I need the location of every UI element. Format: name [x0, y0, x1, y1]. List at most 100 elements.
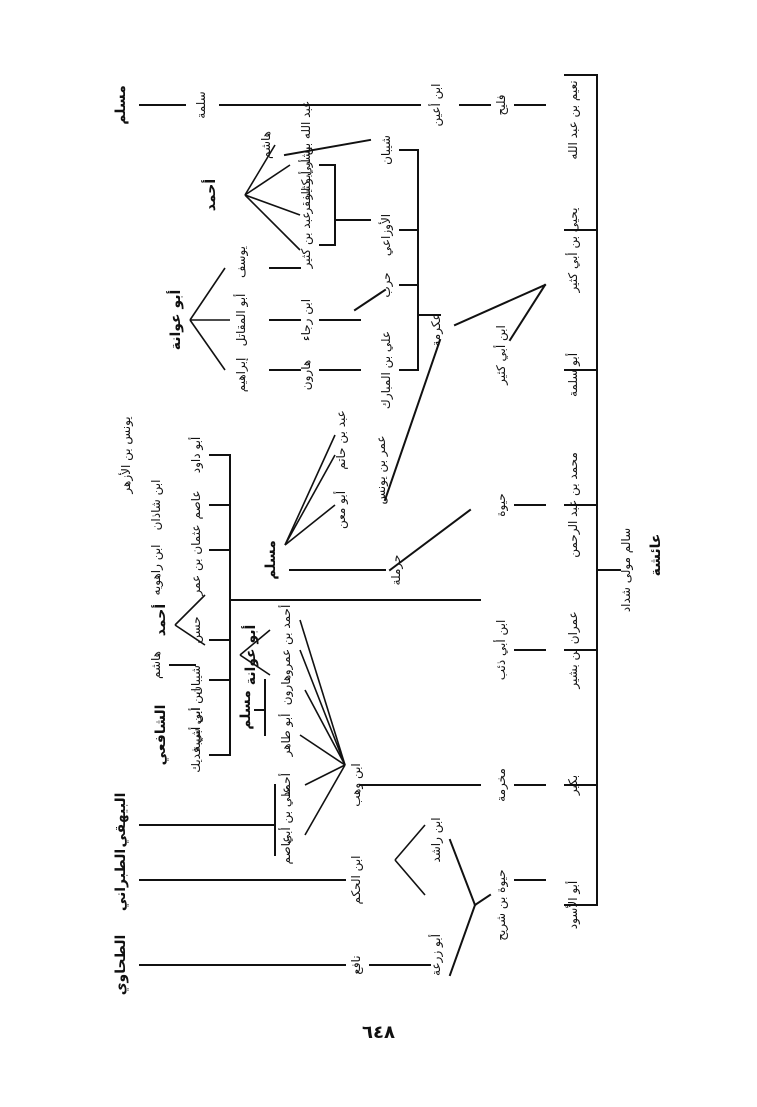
svg-text:يونس بن الأزهر: يونس بن الأزهر	[118, 416, 134, 494]
node-col6-1: هاشم	[259, 131, 273, 159]
fan-wahb-1	[299, 619, 346, 766]
fan-wahb-2	[299, 649, 346, 766]
svg-text:ابن الحكم: ابن الحكم	[349, 856, 364, 905]
svg-text:الطحاوي: الطحاوي	[113, 935, 130, 996]
chain-6: ابن أبي شيبة	[188, 688, 204, 752]
fan-wahb-3	[304, 689, 346, 766]
svg-text:البيهقي: البيهقي	[113, 793, 129, 848]
chain-14: يونس بن الأزهر	[118, 416, 134, 494]
svg-text:ابن وهب: ابن وهب	[349, 763, 364, 807]
svg-text:ابن أبي كثير: ابن أبي كثير	[493, 325, 509, 386]
svg-text:سالم مولى شداد: سالم مولى شداد	[619, 528, 634, 612]
fan-wahb-5	[304, 764, 346, 786]
node-col5-4: أبو المقاتل	[233, 294, 249, 347]
node-col3-5: نافع	[349, 955, 363, 974]
fan-ahmad-2	[244, 164, 291, 196]
edge-c2-c3-h	[448, 903, 477, 977]
node-col3-1: عكرمة	[429, 313, 444, 346]
node-col1-2: أبو سلمة	[565, 353, 581, 397]
node-col3-4: ابن الحكم	[349, 856, 364, 905]
node-col4-7: أبو معن	[333, 491, 349, 529]
svg-text:مخرمة: مخرمة	[494, 768, 509, 802]
fan-umar	[284, 454, 336, 546]
svg-text:ابن أبي ذئب: ابن أبي ذئب	[493, 620, 509, 681]
chain-4: ابن راهويه	[149, 544, 164, 595]
edge-harb-join	[353, 288, 387, 312]
svg-text:أبو عوانة: أبو عوانة	[166, 290, 184, 351]
fan-hakam-2	[394, 859, 426, 896]
fan-awana-1	[189, 267, 226, 321]
svg-text:علي بن أبي: علي بن أبي	[278, 786, 294, 844]
fan-ahmad-3	[244, 194, 301, 216]
node-col4-1: الأوزاعي	[378, 214, 394, 256]
node-col2-5: حيوة بن شريح	[494, 869, 509, 940]
svg-text:حيوة بن شريح: حيوة بن شريح	[494, 869, 509, 940]
svg-text:مسلم: مسلم	[113, 85, 129, 125]
fan-awana-3	[189, 319, 226, 371]
svg-text:مسلم: مسلم	[263, 540, 279, 580]
svg-text:الطبراني: الطبراني	[113, 849, 129, 911]
node-col1-1: يحيى بن أبي كثير	[565, 208, 581, 294]
svg-text:عاصم: عاصم	[279, 836, 293, 865]
svg-text:نافع: نافع	[349, 955, 363, 974]
svg-text:ابن أبي شيبة: ابن أبي شيبة	[188, 688, 204, 752]
node-col4-4: علي بن المبارك	[379, 331, 394, 409]
fan-abu-man	[284, 504, 336, 546]
chain-5: حسن	[189, 616, 204, 643]
svg-text:شيبان: شيبان	[189, 665, 203, 695]
svg-text:أبو الأسود: أبو الأسود	[565, 881, 581, 929]
final-0: مسلم	[238, 690, 254, 730]
final-1: الشافعي	[153, 705, 169, 766]
svg-text:هارون: هارون	[279, 675, 294, 705]
node-col5-0: عبد الله بن أبي كثير	[298, 101, 314, 200]
svg-text:عكرمة: عكرمة	[429, 313, 444, 346]
svg-text:عبد بن حاتم: عبد بن حاتم	[334, 410, 349, 470]
node-col6-0: سلمة	[194, 91, 208, 118]
fan-wahb-6	[304, 764, 346, 836]
svg-text:حيوة: حيوة	[494, 493, 509, 517]
chain-0: أبو داود	[188, 437, 204, 474]
chain-12: علي بن أبي	[278, 786, 294, 844]
svg-text:حرب: حرب	[379, 272, 394, 297]
node-col2-2: حيوة	[494, 493, 509, 517]
svg-text:عائشة: عائشة	[648, 534, 664, 577]
chain-7: شيبان	[189, 665, 203, 695]
node-col4-0: شيبان	[379, 135, 393, 165]
svg-text:أحمد: أحمد	[151, 604, 169, 636]
svg-text:أبو سلمة: أبو سلمة	[565, 353, 581, 397]
svg-text:بشر أبو الفقر: بشر أبو الفقر	[298, 147, 314, 215]
node-col6-5: مسلم	[263, 540, 279, 580]
svg-text:ابن شاذان: ابن شاذان	[149, 480, 164, 531]
svg-text:يحيى بن أبي كثير: يحيى بن أبي كثير	[565, 208, 581, 294]
chain-10: أحمد	[278, 773, 293, 797]
edge-umar-yunus	[383, 338, 442, 502]
node-col2-0: فليح	[494, 94, 508, 115]
root-label: عائشة	[648, 534, 664, 577]
node-col1-5: بكير	[566, 775, 581, 796]
node-col5-2: عبد بن كثير	[299, 212, 314, 270]
root-sub-label: سالم مولى شداد	[619, 528, 634, 612]
svg-text:شيبان: شيبان	[379, 135, 393, 165]
node-col3-0: ابن أعين	[428, 84, 444, 127]
final-3: أحمد	[151, 604, 169, 636]
node-col2-3: ابن أبي ذئب	[493, 620, 509, 681]
svg-text:عاصم: عاصم	[189, 491, 203, 520]
node-col3-3: حرملة	[389, 555, 404, 586]
fan-wahb-4	[299, 734, 346, 766]
node-col3-7: أبو زرعة	[428, 934, 444, 976]
node-col4-6: عبد بن حاتم	[334, 410, 349, 470]
chain-9: أبو طاهر	[278, 714, 294, 758]
edge-c2-c3-b	[453, 283, 547, 327]
fan-ahmad-1	[244, 144, 276, 196]
svg-text:الأوزاعي: الأوزاعي	[378, 214, 394, 256]
edge-c2-c3-g	[448, 838, 477, 907]
svg-text:أحمد: أحمد	[278, 773, 293, 797]
final-7: هاشم	[149, 651, 163, 679]
edge-c2-c3-c	[388, 508, 472, 572]
node-col1-3: محمد بن عبد الرحمن	[566, 452, 581, 558]
svg-text:أبو معن: أبو معن	[333, 491, 349, 529]
node-col4-3: ابن رجاء	[299, 299, 314, 341]
fan-ahmad-lower-2	[174, 624, 206, 646]
final-6: الطحاوي	[113, 935, 130, 996]
